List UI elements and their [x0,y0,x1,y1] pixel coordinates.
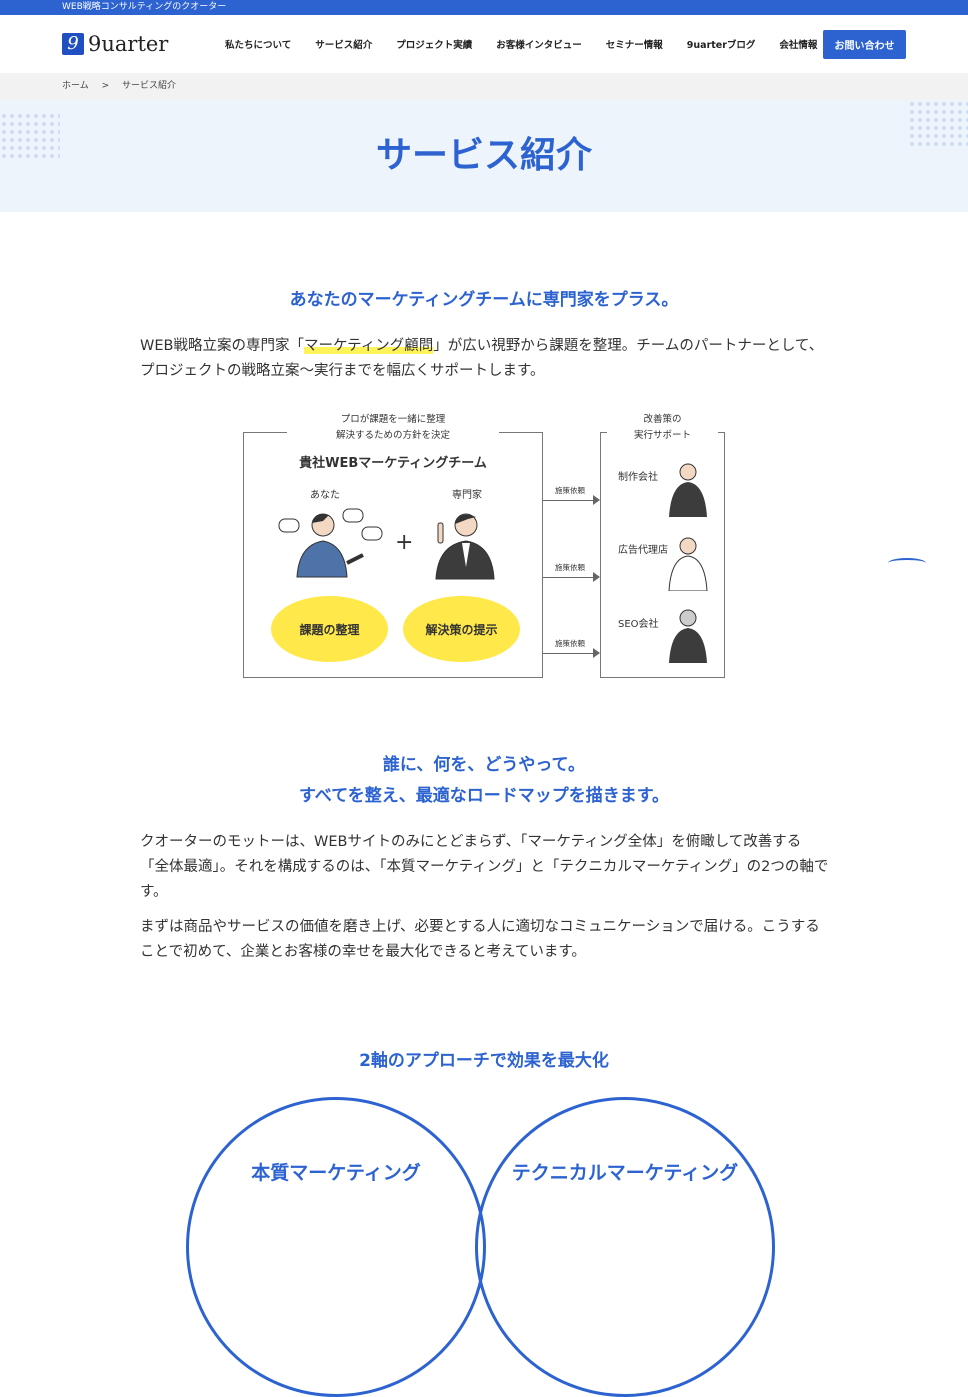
circle-label: テクニカルマーケティング [511,1162,739,1184]
text: WEB戦略立案の専門家「 [140,338,304,354]
arrow: 施策依頼 [543,639,600,658]
page-hero: サービス紹介 [0,100,968,212]
section-heading: すべてを整え、最適なロードマップを描きます。 [298,786,670,806]
person-icon [669,463,707,517]
contact-button[interactable]: お問い合わせ [823,30,906,59]
tagline: WEB戦略コンサルティングのクオーター [62,2,227,12]
person-icon [669,609,707,663]
section-heading: 2軸のアプローチで効果を最大化 [359,1051,609,1071]
team-title: 貴社WEBマーケティングチーム [299,456,487,471]
note: 解決するための方針を決定 [335,430,450,441]
circle-label: 本質マーケティング [251,1162,421,1184]
breadcrumb: ホーム > サービス紹介 [0,73,968,100]
arrow-label: 施策依頼 [555,486,585,495]
header: 9 9uarter 私たちについて サービス紹介 プロジェクト実績 お客様インタ… [0,15,968,73]
partner-seo: SEO会社 [618,619,659,630]
plus-sign: + [395,530,414,555]
decor-dots [908,100,968,150]
arrow-label: 施策依頼 [555,563,585,572]
top-bar: WEB戦略コンサルティングのクオーター [0,0,968,15]
breadcrumb-home[interactable]: ホーム [62,81,89,91]
breadcrumb-current: サービス紹介 [122,81,177,91]
motto-paragraph: クオーターのモットーは、WEBサイトのみにとどまらず、「マーケティング全体」を俯… [140,834,829,900]
decor-dots [0,112,60,162]
intro-paragraph: WEB戦略立案の専門家「マーケティング顧問」が広い視野から課題を整理。チームのパ… [140,334,830,384]
text: 」が広い視野から課題を整理。チームのパートナーとして、プロジェクトの戦略立案〜実… [140,338,824,379]
note: 実行サポート [633,430,691,441]
value-paragraph: まずは商品やサービスの価値を磨き上げ、必要とする人に適切なコミュニケーションで届… [140,919,820,960]
nav-projects[interactable]: プロジェクト実績 [396,40,473,51]
issue-bubble: 課題の整理 [271,596,388,662]
section-heading: 誰に、何を、どうやって。 [382,755,586,775]
note: 改善策の [643,414,682,425]
partner-ad-agency: 広告代理店 [618,545,668,556]
nav-seminars[interactable]: セミナー情報 [605,40,663,51]
nav-about[interactable]: 私たちについて [225,40,292,51]
arrow: 施策依頼 [543,563,600,582]
person-you-icon [278,508,383,578]
solution-bubble: 解決策の提示 [403,596,520,662]
highlight-text: マーケティング顧問 [303,338,434,354]
logo-text: 9uarter [88,32,169,56]
note: プロが課題を一緒に整理 [340,414,446,425]
logo-mark-icon: 9 [62,33,84,55]
person-expert-icon [435,513,495,580]
arrow: 施策依頼 [543,486,600,505]
team-box [243,432,543,678]
nav-blog[interactable]: 9uarterブログ [686,40,756,51]
nav-company[interactable]: 会社情報 [779,40,818,51]
logo[interactable]: 9 9uarter [62,32,168,56]
arrow-label: 施策依頼 [555,639,585,648]
person-icon [668,537,708,591]
circle-technical-marketing: テクニカルマーケティング [475,1097,775,1397]
label-expert: 専門家 [452,490,482,501]
label-you: あなた [310,490,340,501]
partners-box [600,432,725,678]
team-diagram: プロが課題を一緒に整理 解決するための方針を決定 貴社WEBマーケティングチーム… [243,412,728,682]
section-heading: あなたのマーケティングチームに専門家をプラス。 [289,290,679,310]
page-title: サービス紹介 [375,135,592,176]
nav-services[interactable]: サービス紹介 [315,40,373,51]
nav-interviews[interactable]: お客様インタビュー [496,40,582,51]
main-nav: 私たちについて サービス紹介 プロジェクト実績 お客様インタビュー セミナー情報… [225,15,841,73]
partner-production: 制作会社 [618,472,658,483]
circle-essential-marketing: 本質マーケティング [186,1097,486,1397]
scroll-decor [888,558,926,568]
breadcrumb-separator: > [101,81,110,91]
